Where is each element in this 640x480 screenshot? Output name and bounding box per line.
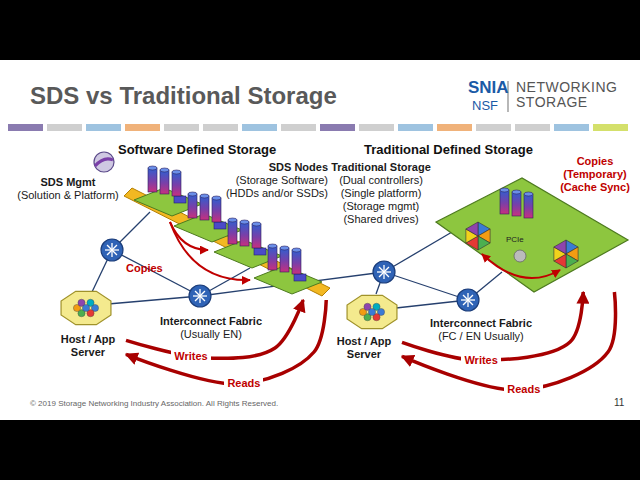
disk-drive <box>280 246 289 272</box>
storage-controller <box>554 240 578 268</box>
data-flow-arrow <box>402 292 583 360</box>
fabric-label: Interconnect Fabric(FC / EN Usually) <box>420 316 542 344</box>
disk-drive <box>228 218 237 244</box>
mgmt-label: SDS Mgmt(Solution & Platform) <box>6 175 130 203</box>
flow-label: Writes <box>171 350 210 363</box>
color-bar-segment <box>47 124 82 131</box>
color-bar-segment <box>437 124 472 131</box>
disk-drive <box>188 192 197 218</box>
node-controller <box>174 196 186 203</box>
bus-label: PCIe <box>506 235 524 244</box>
node-note: (Storage Software) (HDDs and/or SSDs) <box>216 174 328 200</box>
disk-drive <box>212 196 221 222</box>
node-heading: SDS Nodes <box>216 161 328 174</box>
color-bar-segment <box>476 124 511 131</box>
node-note: (Dual controllers) (Single platform) (St… <box>328 174 434 226</box>
host-server-icon <box>61 291 111 324</box>
node-controller <box>294 274 306 281</box>
mgmt-icon-band <box>95 159 113 166</box>
disk-drive <box>292 248 301 274</box>
data-flow-arrow <box>402 292 616 390</box>
node-note: (FC / EN Usually) <box>422 330 540 343</box>
disk-drive <box>200 194 209 220</box>
fabric-switch-icon <box>189 285 211 307</box>
copy-arrows <box>170 222 560 280</box>
node-heading: Interconnect Fabric <box>152 315 270 328</box>
color-bar-segment <box>242 124 277 131</box>
equipment-icons <box>61 152 578 329</box>
disk-drive <box>172 170 181 196</box>
node-controller <box>214 222 226 229</box>
logo-text: NSF <box>472 98 498 113</box>
node-note: (Usually EN) <box>152 328 270 341</box>
pcie-link <box>514 250 526 262</box>
color-bar-segment <box>86 124 121 131</box>
page-number: 11 <box>614 397 624 409</box>
logo-text: NETWORKING STORAGE <box>516 80 632 109</box>
disk-drive <box>524 192 533 218</box>
host-server-icon <box>347 295 397 328</box>
node-note: (Solution & Platform) <box>8 189 128 202</box>
section-heading: Software Defined Storage <box>118 142 276 157</box>
disk-drive <box>160 168 169 194</box>
data-flow-arrow <box>126 300 326 384</box>
host-server: Host / App Server <box>50 332 126 360</box>
color-bar-segment <box>164 124 199 131</box>
color-bar-segment <box>125 124 160 131</box>
mgmt-icon <box>94 152 114 172</box>
color-bar-segment <box>8 124 43 131</box>
flow-label: Reads <box>224 377 263 390</box>
color-bar-segment <box>554 124 589 131</box>
host-server: Host / App Server <box>326 334 402 362</box>
data-flow-arrow <box>126 300 303 358</box>
disk-drive <box>252 222 261 248</box>
slide-title: SDS vs Traditional Storage <box>30 82 337 110</box>
fabric-switch-icon <box>457 289 479 311</box>
fabric-switch-icon <box>101 239 123 261</box>
color-bar-strip <box>8 124 628 131</box>
sds-mgmt-bar <box>124 188 330 296</box>
flow-label: Reads <box>504 383 543 396</box>
node-heading: Host / App Server <box>52 333 124 359</box>
color-bar-segment <box>281 124 316 131</box>
color-bar-segment <box>593 124 628 131</box>
color-bar-segment <box>515 124 550 131</box>
section-heading: Traditional Defined Storage <box>364 142 533 157</box>
copyright-footer: © 2019 Storage Networking Industry Assoc… <box>30 399 278 408</box>
color-bar-segment <box>320 124 355 131</box>
color-bar-segment <box>359 124 394 131</box>
fabric-switch-icon <box>373 261 395 283</box>
node-heading: Interconnect Fabric <box>422 317 540 330</box>
sds-nodes-group: SDS Nodes(Storage Software) (HDDs and/or… <box>140 160 332 300</box>
logo-text: SNIA <box>468 78 509 98</box>
slide-background <box>0 60 640 420</box>
disk-drive <box>500 188 509 214</box>
flow-label: Writes <box>461 354 500 367</box>
color-bar-segment <box>398 124 433 131</box>
disk-drive <box>148 166 157 192</box>
disk-drive <box>512 190 521 216</box>
storage-controller <box>466 222 490 250</box>
node-heading: SDS Mgmt <box>8 176 128 189</box>
color-bar-segment <box>203 124 238 131</box>
node-heading: Host / App Server <box>328 335 400 361</box>
fabric-wires <box>92 212 502 308</box>
disk-drive <box>268 244 277 270</box>
fabric-label: Interconnect Fabric(Usually EN) <box>150 314 272 342</box>
copies-note: Copies <box>126 262 163 275</box>
storage-platform <box>436 178 628 292</box>
node-controller <box>254 248 266 255</box>
copies-note: Copies (Temporary) (Cache Sync) <box>558 155 632 194</box>
node-heading: Traditional Storage <box>320 161 442 174</box>
disk-drive <box>240 220 249 246</box>
